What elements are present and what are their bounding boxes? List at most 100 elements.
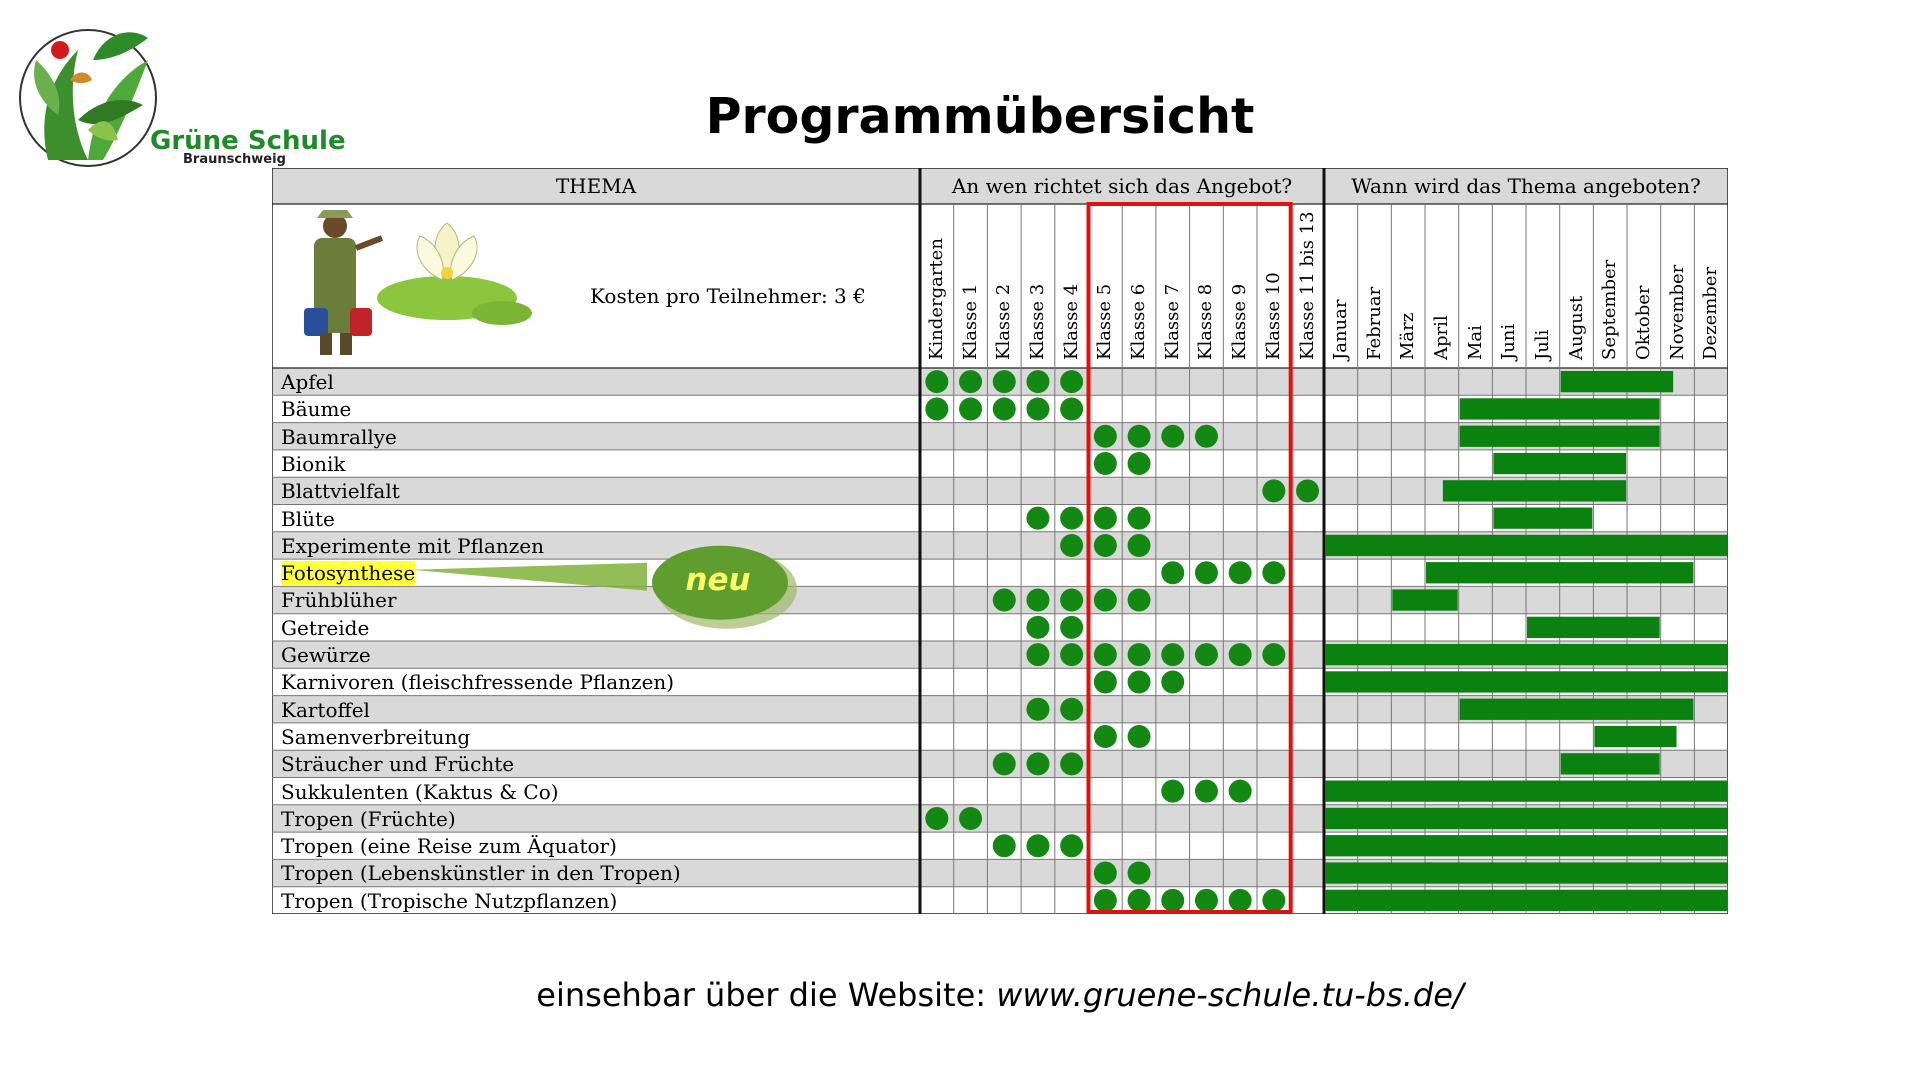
audience-dot xyxy=(1026,397,1050,421)
month-bar xyxy=(1493,452,1627,475)
topic-label: Tropen (eine Reise zum Äquator) xyxy=(281,834,617,859)
month-bar xyxy=(1560,371,1674,393)
month-bar xyxy=(1459,425,1660,447)
audience-dot xyxy=(1060,588,1084,612)
new-badge xyxy=(652,545,788,620)
audience-column-label: Klasse 4 xyxy=(1060,283,1082,360)
footer: einsehbar über die Website: www.gruene-s… xyxy=(0,976,1920,1014)
header-months: Wann wird das Thema angeboten? xyxy=(1351,174,1701,198)
audience-dot xyxy=(1127,670,1151,694)
month-bar xyxy=(1325,671,1728,693)
month-bar xyxy=(1426,562,1694,584)
page-title: Programmübersicht xyxy=(705,88,1255,145)
topic-label: Fotosynthese xyxy=(281,561,416,586)
audience-dot xyxy=(959,370,983,394)
audience-dot xyxy=(1026,588,1050,612)
audience-dot xyxy=(1093,670,1117,694)
topic-label: Sukkulenten (Kaktus & Co) xyxy=(281,779,559,804)
audience-dot xyxy=(1060,615,1084,639)
audience-dot xyxy=(1026,752,1050,776)
month-column-label: September xyxy=(1599,259,1621,360)
topic-label: Blüte xyxy=(281,506,335,531)
website-link[interactable]: www.gruene-schule.tu-bs.de/ xyxy=(996,976,1464,1014)
audience-dot xyxy=(1161,561,1185,585)
audience-dot xyxy=(1093,725,1117,749)
month-column-label: März xyxy=(1397,312,1419,360)
header-thema: THEMA xyxy=(555,174,637,198)
audience-dot xyxy=(1228,888,1252,912)
audience-dot xyxy=(1127,643,1151,667)
header-audience: An wen richtet sich das Angebot? xyxy=(951,174,1293,198)
topic-label: Bäume xyxy=(281,397,352,422)
audience-dot xyxy=(1127,506,1151,530)
audience-column-label: Klasse 8 xyxy=(1195,283,1217,360)
audience-dot xyxy=(1262,479,1286,503)
month-column-label: Mai xyxy=(1464,325,1486,360)
audience-dot xyxy=(1026,370,1050,394)
month-column-label: April xyxy=(1430,315,1452,360)
audience-dot xyxy=(959,806,983,830)
logo-subtitle: Braunschweig xyxy=(183,152,286,167)
audience-dot xyxy=(1093,888,1117,912)
month-column-label: Februar xyxy=(1363,286,1385,360)
audience-dot xyxy=(1262,643,1286,667)
audience-dot xyxy=(1194,424,1218,448)
audience-dot xyxy=(1093,506,1117,530)
audience-column-label: Klasse 9 xyxy=(1229,283,1251,360)
audience-column-label: Klasse 10 xyxy=(1262,272,1284,360)
topic-label: Bionik xyxy=(281,451,346,476)
audience-dot xyxy=(1194,779,1218,803)
audience-dot xyxy=(1127,452,1151,476)
month-column-label: November xyxy=(1666,264,1688,360)
audience-dot xyxy=(992,397,1016,421)
topic-label: Blattvielfalt xyxy=(281,479,400,504)
topic-label: Samenverbreitung xyxy=(281,724,471,749)
audience-dot xyxy=(925,397,949,421)
table-grid xyxy=(272,168,1728,914)
audience-dot xyxy=(1194,561,1218,585)
month-bar xyxy=(1325,534,1728,557)
audience-column-label: Klasse 1 xyxy=(959,283,981,360)
audience-dot xyxy=(1262,888,1286,912)
audience-dot xyxy=(1161,779,1185,803)
topic-label: Tropen (Früchte) xyxy=(281,806,456,831)
month-bar xyxy=(1560,753,1660,775)
topic-label: Experimente mit Pflanzen xyxy=(281,533,544,558)
audience-dot xyxy=(1093,533,1117,557)
month-bar xyxy=(1459,698,1694,720)
month-bar xyxy=(1325,889,1728,911)
topic-label: Tropen (Lebenskünstler in den Tropen) xyxy=(281,861,681,886)
audience-dot xyxy=(1060,533,1084,557)
topic-label: Kartoffel xyxy=(281,697,370,722)
audience-dot xyxy=(1127,888,1151,912)
month-bar xyxy=(1325,862,1728,884)
audience-dot xyxy=(1060,370,1084,394)
audience-column-label: Klasse 7 xyxy=(1161,283,1183,360)
audience-dot xyxy=(1060,643,1084,667)
audience-dot xyxy=(1228,561,1252,585)
audience-dot xyxy=(1161,424,1185,448)
new-badge-label: neu xyxy=(685,561,751,598)
month-bar xyxy=(1325,644,1728,666)
month-column-label: Oktober xyxy=(1632,285,1654,360)
audience-dot xyxy=(1161,643,1185,667)
audience-dot xyxy=(1060,752,1084,776)
audience-dot xyxy=(1262,561,1286,585)
audience-dot xyxy=(1127,424,1151,448)
month-column-label: Januar xyxy=(1329,299,1351,360)
audience-dot xyxy=(1127,588,1151,612)
audience-dot xyxy=(1228,643,1252,667)
audience-dot xyxy=(1060,506,1084,530)
month-bar xyxy=(1325,780,1728,802)
audience-dot xyxy=(1127,725,1151,749)
audience-dot xyxy=(1194,888,1218,912)
topic-label: Baumrallye xyxy=(281,424,397,449)
month-column-label: Juli xyxy=(1531,329,1553,360)
logo-title: Grüne Schule xyxy=(150,126,346,156)
footer-text: einsehbar über die Website: xyxy=(536,976,997,1014)
logo-plant-icon xyxy=(19,29,157,167)
month-bar xyxy=(1527,616,1660,638)
audience-dot xyxy=(1026,697,1050,721)
guide-illustration xyxy=(304,210,532,355)
month-bar xyxy=(1442,480,1627,502)
